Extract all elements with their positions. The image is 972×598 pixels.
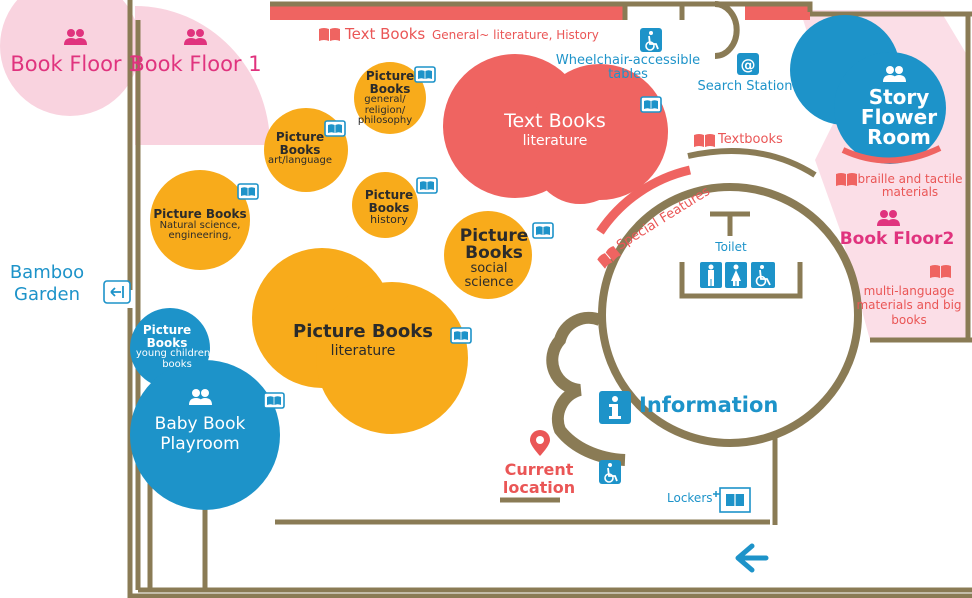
location-pin-icon <box>530 430 550 456</box>
walls <box>127 0 972 598</box>
textbooks-shelf-wall <box>687 148 817 178</box>
wheelchair-icon <box>640 28 662 52</box>
text-books-top-label: Text Books <box>345 25 426 43</box>
book-floor-3-label[interactable]: Book Floor 3 <box>10 52 142 76</box>
exit-arrow-icon[interactable] <box>103 280 131 304</box>
top-bookshelf-bar-right <box>745 6 810 20</box>
book-floor-1-label[interactable]: Book Floor 1 <box>130 52 262 76</box>
multi-language-label: multi-language materials and big books <box>856 284 962 327</box>
at-sign-icon: @ <box>737 53 759 75</box>
book-icon <box>532 222 554 239</box>
pb-social-label: Picture Books social science <box>459 226 529 291</box>
wheelchair-icon <box>599 460 621 484</box>
pb-art-label: Picture Books art/language <box>267 130 333 167</box>
toilet-label: Toilet <box>715 240 747 254</box>
locker-icon <box>713 487 751 513</box>
book-icon <box>640 96 662 113</box>
search-station-label: Search Station <box>697 79 793 94</box>
book-icon <box>237 183 259 200</box>
book-icon <box>694 134 715 147</box>
left-arrow-icon <box>735 543 769 573</box>
svg-text:@: @ <box>741 56 756 74</box>
wheelchair-tables-label: Wheelchair-accessible tables <box>555 53 701 82</box>
pb-history-label: Picture Books history <box>364 188 414 227</box>
current-location-label: Current location <box>502 460 576 497</box>
pb-general-label: Picture Books general/ religion/ philoso… <box>357 69 415 127</box>
top-bookshelf-bar <box>270 6 625 20</box>
information-counter <box>546 311 626 466</box>
book-icon <box>319 28 340 41</box>
text-books-literature-label: Text Books literature <box>504 110 606 149</box>
story-flower-room-2 <box>834 52 946 164</box>
toilet-male-icon <box>700 262 722 288</box>
toilet-female-icon <box>725 262 747 288</box>
pb-young-label: Picture Books young children's books <box>135 323 219 370</box>
special-features-shelf <box>596 165 692 235</box>
book-icon <box>450 327 472 344</box>
story-flower-room-label[interactable]: Story Flower Room <box>860 85 938 149</box>
book-floor-2-label[interactable]: Book Floor2 <box>839 229 955 249</box>
book-icon <box>263 392 285 409</box>
lockers-label[interactable]: Lockers <box>667 491 713 505</box>
curved-wall <box>714 1 740 59</box>
information-label[interactable]: Information <box>639 393 779 417</box>
pb-literature-label: Picture Books literature <box>293 321 433 359</box>
wheelchair-icon <box>751 262 775 288</box>
book-icon <box>416 177 438 194</box>
baby-book-playroom-zone <box>130 360 280 510</box>
book-floor-1-area <box>135 5 270 145</box>
information-hall <box>598 183 862 447</box>
textbooks-label: Textbooks <box>718 132 783 147</box>
baby-book-playroom-label[interactable]: Baby Book Playroom <box>154 414 246 454</box>
book-floor-3-area <box>0 0 140 116</box>
braille-label: braille and tactile materials <box>857 172 963 199</box>
toilet-icons <box>700 262 775 288</box>
picture-books-zones <box>150 62 532 434</box>
story-flower-room-shelf <box>841 145 942 164</box>
toilet-room <box>679 211 803 299</box>
pb-natural-label: Picture Books Natural science, engineeri… <box>153 207 247 242</box>
text-books-top-sublabel: General~ literature, History <box>432 28 599 42</box>
info-icon <box>599 391 631 424</box>
text-books-literature-zone-3 <box>532 108 628 204</box>
bamboo-garden-label[interactable]: Bamboo Garden <box>9 262 85 305</box>
